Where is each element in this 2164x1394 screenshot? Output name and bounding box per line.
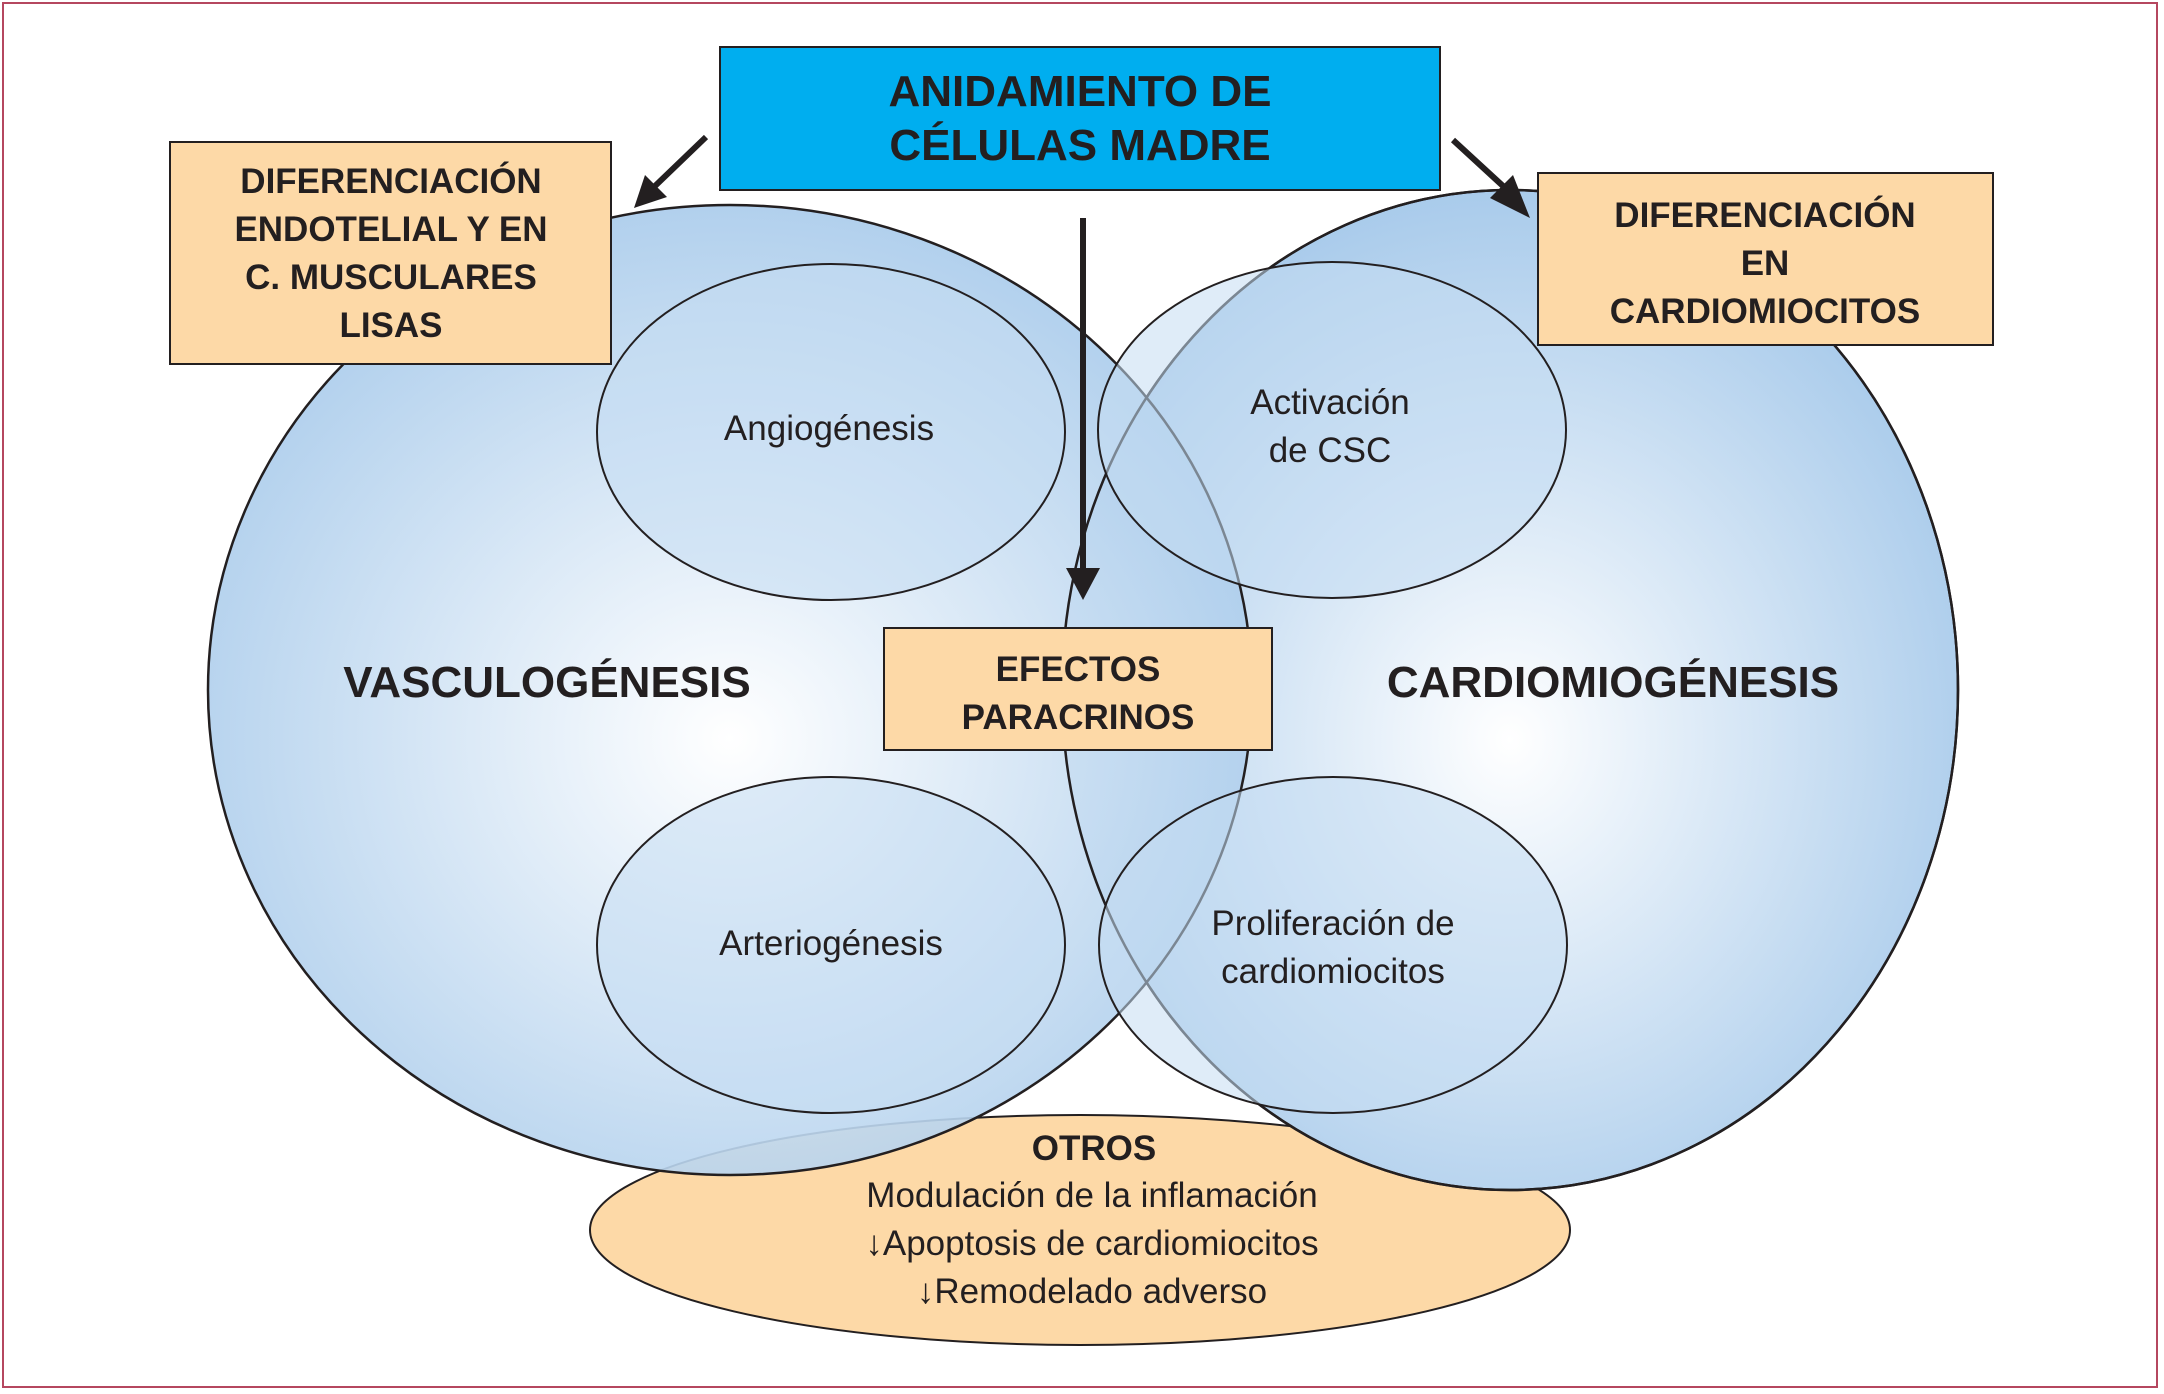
arrow-left-icon [652,134,709,189]
vasculogenesis-label: VASCULOGÉNESIS [343,657,750,707]
arteriogenesis-ellipse [596,776,1066,1114]
csc-label-line-1: Activación [1250,383,1410,422]
angiogenesis-label: Angiogénesis [724,409,934,448]
left-box-line-4: LISAS [339,306,442,345]
arrow-right-icon [1450,137,1506,189]
paracrine-effects-box [883,627,1273,751]
otros-title: OTROS [1032,1129,1156,1168]
angiogenesis-ellipse [596,263,1066,601]
cardiomiogenesis-label: CARDIOMIOGÉNESIS [1387,657,1839,707]
left-differentiation-box [169,141,612,365]
left-box-line-3: C. MUSCULARES [245,258,537,297]
otros-ellipse [589,1114,1571,1346]
right-box-line-3: CARDIOMIOCITOS [1610,292,1920,331]
csc-label-line-2: de CSC [1269,431,1392,470]
otros-item-1: Modulación de la inflamación [866,1176,1317,1215]
proliferation-label-line-2: cardiomiocitos [1221,952,1445,991]
center-box-line-1: EFECTOS [996,650,1161,689]
otros-item-2: ↓Apoptosis de cardiomiocitos [865,1224,1318,1263]
right-differentiation-box [1537,172,1994,346]
left-box-line-1: DIFERENCIACIÓN [240,161,541,201]
proliferation-label-line-1: Proliferación de [1211,904,1454,943]
top-box-line-1: ANIDAMIENTO DE [889,67,1272,116]
top-box-line-2: CÉLULAS MADRE [889,120,1270,170]
cardiomyocyte-proliferation-ellipse [1098,776,1568,1114]
center-box-line-2: PARACRINOS [962,698,1195,737]
right-box-line-2: EN [1741,244,1790,283]
csc-activation-ellipse [1097,261,1567,599]
right-box-line-1: DIFERENCIACIÓN [1614,195,1915,235]
otros-item-3: ↓Remodelado adverso [917,1272,1267,1311]
stem-cell-homing-box [719,46,1441,191]
arteriogenesis-label: Arteriogénesis [719,924,943,963]
left-box-line-2: ENDOTELIAL Y EN [234,210,547,249]
